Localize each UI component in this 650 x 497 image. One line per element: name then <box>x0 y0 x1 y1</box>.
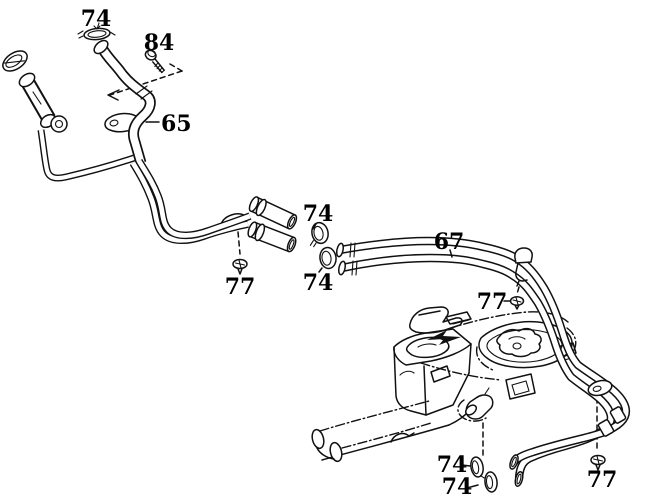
pipe-open-end <box>337 260 347 276</box>
pipe-open-end <box>335 242 345 258</box>
hose-mount-lug <box>104 112 137 133</box>
bolt-icon <box>144 49 165 74</box>
screw-icon <box>590 454 606 471</box>
pipe-tab-bracket <box>587 379 613 397</box>
callout-ticks <box>145 121 511 489</box>
hose-65 <box>93 39 156 165</box>
hose-clamp-icon <box>77 22 116 41</box>
filler-tube <box>2 50 68 133</box>
hose-clamp-icon <box>319 246 337 270</box>
callout-74-top-clamp: 74 <box>81 6 112 32</box>
hose-outlet-nipple <box>465 394 494 420</box>
direction-arrow-icon <box>427 330 461 345</box>
callout-84-bolt: 84 <box>144 30 175 56</box>
screw-icon <box>232 258 248 275</box>
pipe-ring-bracket <box>50 115 68 133</box>
hose-open-end <box>509 454 519 470</box>
callout-65-hose: 65 <box>161 111 192 137</box>
hose-connector-lower <box>247 221 297 253</box>
hose-clamp-icon <box>309 221 329 248</box>
callout-77-bottom-screw: 77 <box>587 467 618 493</box>
callout-77-strap-screw: 77 <box>477 289 508 315</box>
callout-77-mid-screw: 77 <box>225 274 256 300</box>
hose-clamp-icon <box>470 456 485 479</box>
hose-clamp-icon <box>484 471 498 493</box>
mount-bracket <box>505 373 536 400</box>
hose-open-end <box>514 471 524 487</box>
hose-joint-collar <box>597 419 615 437</box>
tank-assembly-phantom <box>311 306 577 463</box>
callout-74-mid-upper-clamp: 74 <box>303 201 334 227</box>
hose-joint-collar <box>609 406 627 424</box>
twin-pipe-run <box>129 159 252 245</box>
hose-clamp-icon <box>2 50 28 72</box>
leader-lines <box>107 63 598 456</box>
pipe-strap-bracket <box>514 247 533 287</box>
callout-67-pipes: 67 <box>434 229 465 255</box>
callout-74-mid-lower-clamp: 74 <box>303 270 334 296</box>
screw-icon <box>509 296 525 310</box>
hose-connector-upper <box>248 196 298 230</box>
pipe-67-upper <box>339 236 631 465</box>
callout-74-bottom-clamp-1: 74 <box>437 452 468 478</box>
callout-74-bottom-clamp-2: 74 <box>442 474 473 497</box>
